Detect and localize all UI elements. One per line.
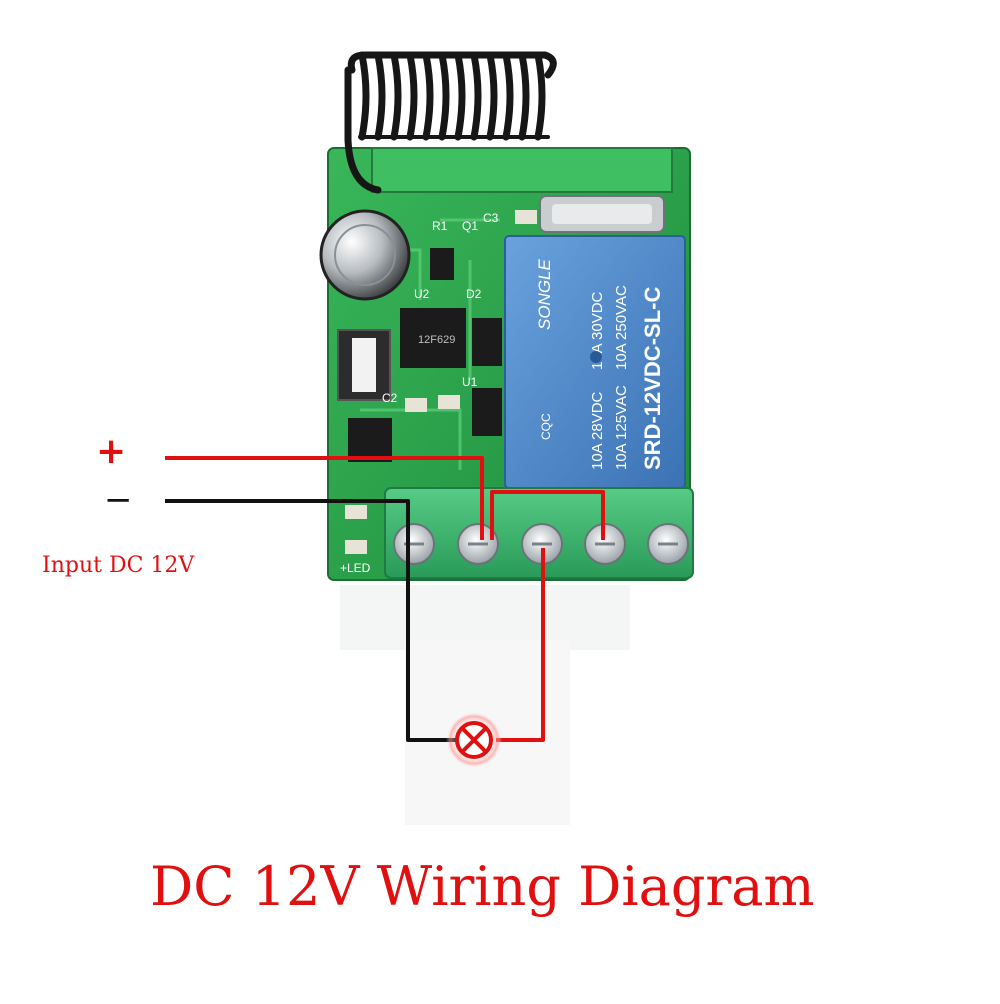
smd-resistor bbox=[515, 210, 537, 224]
diagram-title: DC 12V Wiring Diagram bbox=[150, 855, 815, 918]
pcb-label-u2: U2 bbox=[414, 287, 430, 301]
diode bbox=[472, 388, 502, 436]
smd-resistor bbox=[405, 398, 427, 412]
pcb-label-c3: C3 bbox=[483, 211, 499, 225]
relay-brand: SONGLE bbox=[535, 258, 554, 330]
pcb-label-r1: R1 bbox=[432, 219, 448, 233]
relay-rating-3: 10A 28VDC bbox=[589, 391, 606, 470]
relay-rating-0: 10A 250VAC bbox=[613, 285, 630, 370]
pcb-label-c2: C2 bbox=[382, 391, 398, 405]
wiring bbox=[165, 456, 605, 742]
terminal-block bbox=[384, 487, 694, 579]
led bbox=[345, 540, 367, 554]
transistor bbox=[430, 248, 454, 280]
lamp-feed-wire bbox=[496, 548, 545, 742]
capacitor bbox=[319, 209, 411, 301]
pcb-label-led: +LED bbox=[340, 561, 371, 575]
relay-rating-2: 10A 30VDC bbox=[589, 291, 606, 370]
relay-rating-1: 10A 125VAC bbox=[613, 385, 630, 470]
regulator-chip bbox=[348, 418, 392, 462]
negative-sign: − bbox=[104, 480, 133, 520]
negative-input-wire bbox=[165, 499, 460, 742]
jumper-wire bbox=[490, 490, 605, 540]
input-voltage-label: Input DC 12V bbox=[42, 553, 195, 578]
microcontroller-chip: 12F629 bbox=[400, 308, 466, 368]
relay-model: SRD-12VDC-SL-C bbox=[640, 287, 665, 470]
tactile-button bbox=[337, 329, 391, 401]
backdrop-shape bbox=[340, 585, 630, 650]
relay-mark: CQC bbox=[539, 413, 553, 440]
rf-receiver-module bbox=[371, 147, 673, 233]
chip-label: 12F629 bbox=[418, 334, 455, 346]
pcb-label-d2: D2 bbox=[466, 287, 482, 301]
pcb-label-q1: Q1 bbox=[462, 219, 478, 233]
pcb-label-u1: U1 bbox=[462, 375, 478, 389]
smd-resistor bbox=[438, 395, 460, 409]
diode bbox=[472, 318, 502, 366]
positive-sign: + bbox=[96, 431, 127, 472]
positive-input-wire bbox=[165, 456, 484, 540]
relay-indicator-dot bbox=[590, 351, 602, 363]
antenna-coil bbox=[344, 51, 557, 194]
relay: SRD-12VDC-SL-C 10A 125VAC 10A 28VDC 10A … bbox=[504, 235, 686, 489]
lamp-symbol bbox=[446, 712, 502, 768]
smd-resistor bbox=[345, 505, 367, 519]
